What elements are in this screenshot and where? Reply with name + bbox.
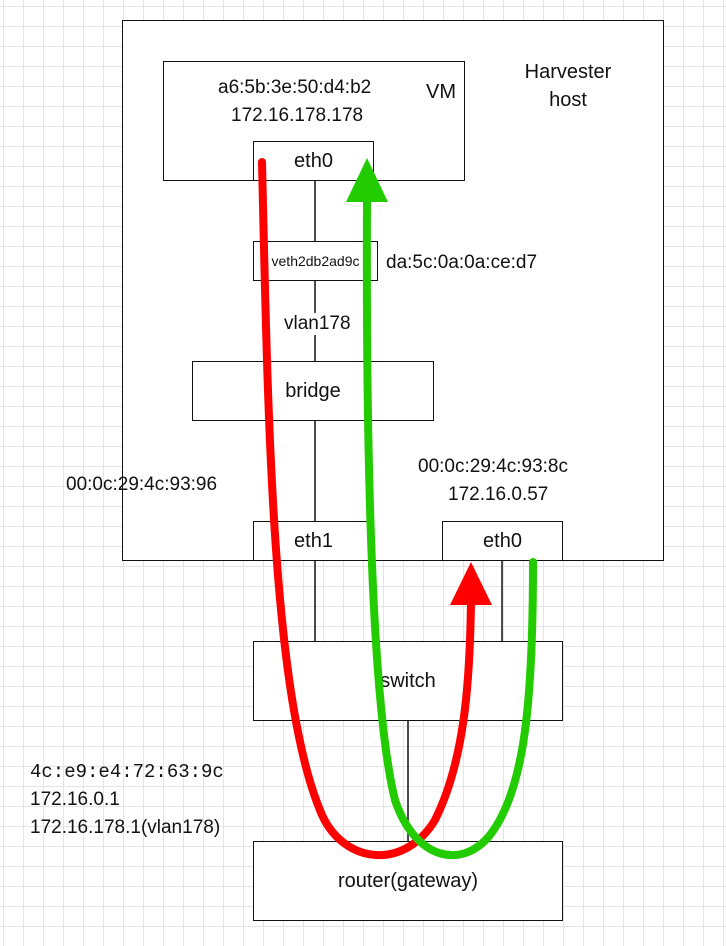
red-arrowhead <box>450 562 492 605</box>
vm-ip: 172.16.178.178 <box>231 105 364 126</box>
bridge-label: bridge <box>285 379 341 402</box>
host-label-line2: host <box>549 89 587 111</box>
vm-mac: a6:5b:3e:50:d4:b2 <box>218 77 372 98</box>
router-box[interactable]: router(gateway) <box>253 841 563 921</box>
host-eth0-label: eth0 <box>483 529 522 552</box>
veth-box[interactable]: veth2db2ad9c <box>253 241 378 281</box>
red-path-vm-to-router-to-eth0 <box>258 158 475 859</box>
router-ip: 172.16.0.1 <box>30 789 120 810</box>
switch-label: switch <box>380 669 436 692</box>
veth-mac: da:5c:0a:0a:ce:d7 <box>386 252 538 273</box>
host-eth0-ip: 172.16.0.57 <box>448 484 549 505</box>
vlan-label: vlan178 <box>282 313 353 335</box>
host-label-line1: Harvester <box>524 61 612 83</box>
vm-eth0-label: eth0 <box>294 149 333 172</box>
green-arrowhead <box>346 158 388 202</box>
harvester-host-label: Harvester host <box>523 58 613 114</box>
host-eth0-mac: 00:0c:29:4c:93:8c <box>418 456 568 477</box>
host-eth0-box[interactable]: eth0 <box>442 521 563 561</box>
bridge-box[interactable]: bridge <box>192 361 434 421</box>
router-vlan-ip: 172.16.178.1(vlan178) <box>30 817 221 838</box>
vm-eth0-box[interactable]: eth0 <box>253 141 374 181</box>
green-path-eth0-to-router-to-vm <box>362 196 537 860</box>
host-eth1-label: eth1 <box>294 529 333 552</box>
router-label: router(gateway) <box>337 869 479 892</box>
switch-box[interactable]: switch <box>253 641 563 721</box>
host-eth1-mac: 00:0c:29:4c:93:96 <box>66 474 218 495</box>
router-mac: 4c:e9:e4:72:63:9c <box>30 761 224 783</box>
vm-label: VM <box>426 81 456 103</box>
veth-label: veth2db2ad9c <box>271 253 360 269</box>
